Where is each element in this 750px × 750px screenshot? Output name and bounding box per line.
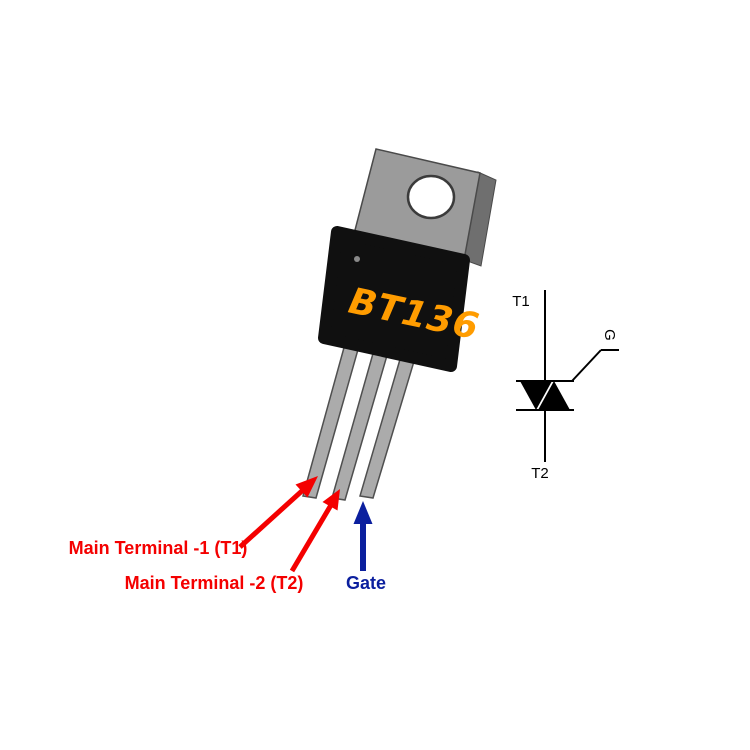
t1-arrow-shaft	[238, 488, 305, 549]
mold-dot	[354, 256, 360, 262]
gate-arrowhead	[353, 501, 373, 524]
symbol-triangle-up	[538, 381, 570, 410]
gate-label: Gate	[346, 573, 386, 593]
t2-label: Main Terminal -2 (T2)	[125, 573, 304, 593]
package-body	[318, 226, 470, 372]
symbol-gate-lead	[571, 349, 602, 382]
symbol-t2-label: T2	[531, 465, 549, 482]
symbol-gate-label: G	[601, 329, 618, 341]
symbol-t1-label: T1	[512, 293, 530, 310]
t1-label: Main Terminal -1 (T1)	[69, 538, 248, 558]
pin-labels: Main Terminal -1 (T1) Main Terminal -2 (…	[69, 538, 386, 593]
t1-arrowhead	[295, 476, 318, 498]
mounting-hole	[406, 174, 456, 220]
callout-arrows	[238, 476, 373, 573]
to220-package: BT136	[302, 148, 497, 501]
t2-arrow-shaft	[289, 503, 334, 573]
t2-arrowhead	[322, 489, 340, 511]
triac-symbol: T1 T2 G	[512, 290, 619, 482]
symbol-triangle-down	[520, 381, 552, 410]
